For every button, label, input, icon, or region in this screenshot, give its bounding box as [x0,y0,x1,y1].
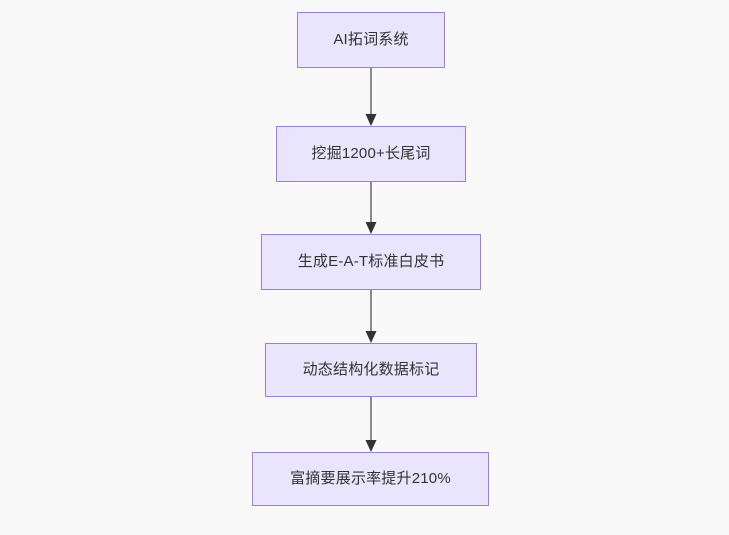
node-label: 富摘要展示率提升210% [290,470,451,487]
node-label: AI拓词系统 [333,31,409,48]
edge-n2-n3 [365,182,377,234]
flowchart-node-dynamic-structured-data-markup[interactable]: 动态结构化数据标记 [265,343,477,397]
node-label: 动态结构化数据标记 [302,361,440,378]
edge-n1-n2 [365,68,377,126]
node-label: 挖掘1200+长尾词 [311,145,431,162]
flowchart-node-ai-keyword-system[interactable]: AI拓词系统 [297,12,445,68]
edge-n4-n5 [365,397,377,452]
flowchart-node-generate-eat-whitepaper[interactable]: 生成E-A-T标准白皮书 [261,234,481,290]
flowchart-node-rich-snippet-impression-uplift[interactable]: 富摘要展示率提升210% [252,452,489,506]
node-label: 生成E-A-T标准白皮书 [297,253,445,270]
edge-n3-n4 [365,290,377,343]
flowchart-node-mine-longtail-keywords[interactable]: 挖掘1200+长尾词 [276,126,466,182]
